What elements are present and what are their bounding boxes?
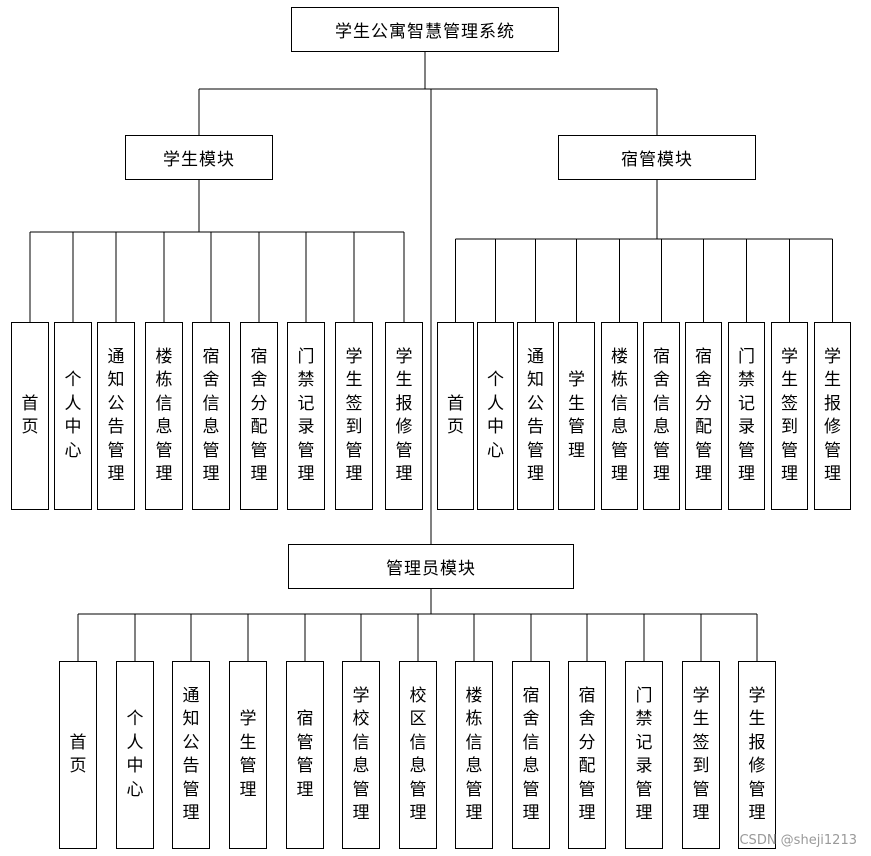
dorm-leaf-label: 门禁记录管理	[738, 346, 755, 485]
student-leaf-label: 宿舍分配管理	[250, 346, 268, 485]
admin-leaf-5: 学校信息管理	[342, 661, 380, 849]
admin-leaf-11: 学生签到管理	[682, 661, 720, 849]
student-leaf-7: 学生签到管理	[335, 322, 373, 510]
student-leaf-label: 学生签到管理	[345, 346, 363, 485]
admin-leaf-label: 学校信息管理	[352, 685, 370, 824]
student-leaf-3: 楼栋信息管理	[145, 322, 183, 510]
admin-leaf-label: 门禁记录管理	[635, 685, 653, 824]
admin-module-label: 管理员模块	[386, 559, 476, 579]
student-leaf-label: 门禁记录管理	[297, 346, 315, 485]
student-leaf-label: 学生报修管理	[395, 346, 413, 485]
dorm-leaf-label: 学生报修管理	[824, 346, 841, 485]
admin-leaf-10: 门禁记录管理	[625, 661, 663, 849]
admin-leaf-label: 校区信息管理	[409, 685, 427, 824]
dorm-leaf-label: 学生管理	[568, 370, 585, 461]
admin-leaf-1: 个人中心	[116, 661, 154, 849]
dorm-leaf-label: 宿舍分配管理	[695, 346, 712, 485]
admin-leaf-label: 学生报修管理	[748, 685, 766, 824]
dorm-leaf-label: 通知公告管理	[527, 346, 544, 485]
student-leaf-4: 宿舍信息管理	[192, 322, 230, 510]
dorm-leaf-label: 个人中心	[487, 370, 504, 461]
dorm-leaf-3: 学生管理	[558, 322, 595, 510]
admin-leaf-7: 楼栋信息管理	[455, 661, 493, 849]
dorm-leaf-5: 宿舍信息管理	[643, 322, 680, 510]
dorm-leaf-0: 首页	[437, 322, 474, 510]
admin-leaf-3: 学生管理	[229, 661, 267, 849]
admin-leaf-label: 宿管管理	[296, 709, 314, 800]
dorm-leaf-2: 通知公告管理	[517, 322, 554, 510]
dorm-leaf-label: 学生签到管理	[781, 346, 798, 485]
student-leaf-label: 楼栋信息管理	[155, 346, 173, 485]
admin-module-node: 管理员模块	[288, 544, 574, 589]
dorm-leaf-4: 楼栋信息管理	[601, 322, 638, 510]
admin-leaf-label: 学生管理	[239, 709, 257, 800]
student-leaf-8: 学生报修管理	[385, 322, 423, 510]
dorm-leaf-7: 门禁记录管理	[728, 322, 765, 510]
dorm-leaf-9: 学生报修管理	[814, 322, 851, 510]
root-node: 学生公寓智慧管理系统	[291, 7, 559, 52]
student-module-node: 学生模块	[125, 135, 273, 180]
admin-leaf-6: 校区信息管理	[399, 661, 437, 849]
dorm-leaf-label: 宿舍信息管理	[653, 346, 670, 485]
admin-leaf-label: 通知公告管理	[182, 685, 200, 824]
dorm-leaf-label: 楼栋信息管理	[611, 346, 628, 485]
student-leaf-6: 门禁记录管理	[287, 322, 325, 510]
student-leaf-0: 首页	[11, 322, 49, 510]
root-label: 学生公寓智慧管理系统	[335, 22, 515, 42]
admin-leaf-9: 宿舍分配管理	[568, 661, 606, 849]
admin-leaf-label: 个人中心	[126, 709, 144, 800]
dorm-module-node: 宿管模块	[558, 135, 756, 180]
dorm-leaf-8: 学生签到管理	[771, 322, 808, 510]
student-leaf-1: 个人中心	[54, 322, 92, 510]
student-leaf-label: 宿舍信息管理	[202, 346, 220, 485]
student-leaf-5: 宿舍分配管理	[240, 322, 278, 510]
admin-leaf-12: 学生报修管理	[738, 661, 776, 849]
admin-leaf-label: 宿舍信息管理	[522, 685, 540, 824]
dorm-module-label: 宿管模块	[621, 150, 693, 170]
dorm-leaf-6: 宿舍分配管理	[685, 322, 722, 510]
admin-leaf-2: 通知公告管理	[172, 661, 210, 849]
student-leaf-label: 通知公告管理	[107, 346, 125, 485]
admin-leaf-label: 楼栋信息管理	[465, 685, 483, 824]
dorm-leaf-1: 个人中心	[477, 322, 514, 510]
admin-leaf-label: 学生签到管理	[692, 685, 710, 824]
student-leaf-2: 通知公告管理	[97, 322, 135, 510]
admin-leaf-0: 首页	[59, 661, 97, 849]
student-leaf-label: 个人中心	[64, 370, 82, 461]
admin-leaf-4: 宿管管理	[286, 661, 324, 849]
admin-leaf-label: 宿舍分配管理	[578, 685, 596, 824]
watermark: CSDN @sheji1213	[739, 833, 857, 848]
dorm-leaf-label: 首页	[447, 393, 464, 438]
admin-leaf-8: 宿舍信息管理	[512, 661, 550, 849]
admin-leaf-label: 首页	[69, 732, 87, 777]
student-module-label: 学生模块	[163, 150, 235, 170]
student-leaf-label: 首页	[21, 393, 39, 438]
